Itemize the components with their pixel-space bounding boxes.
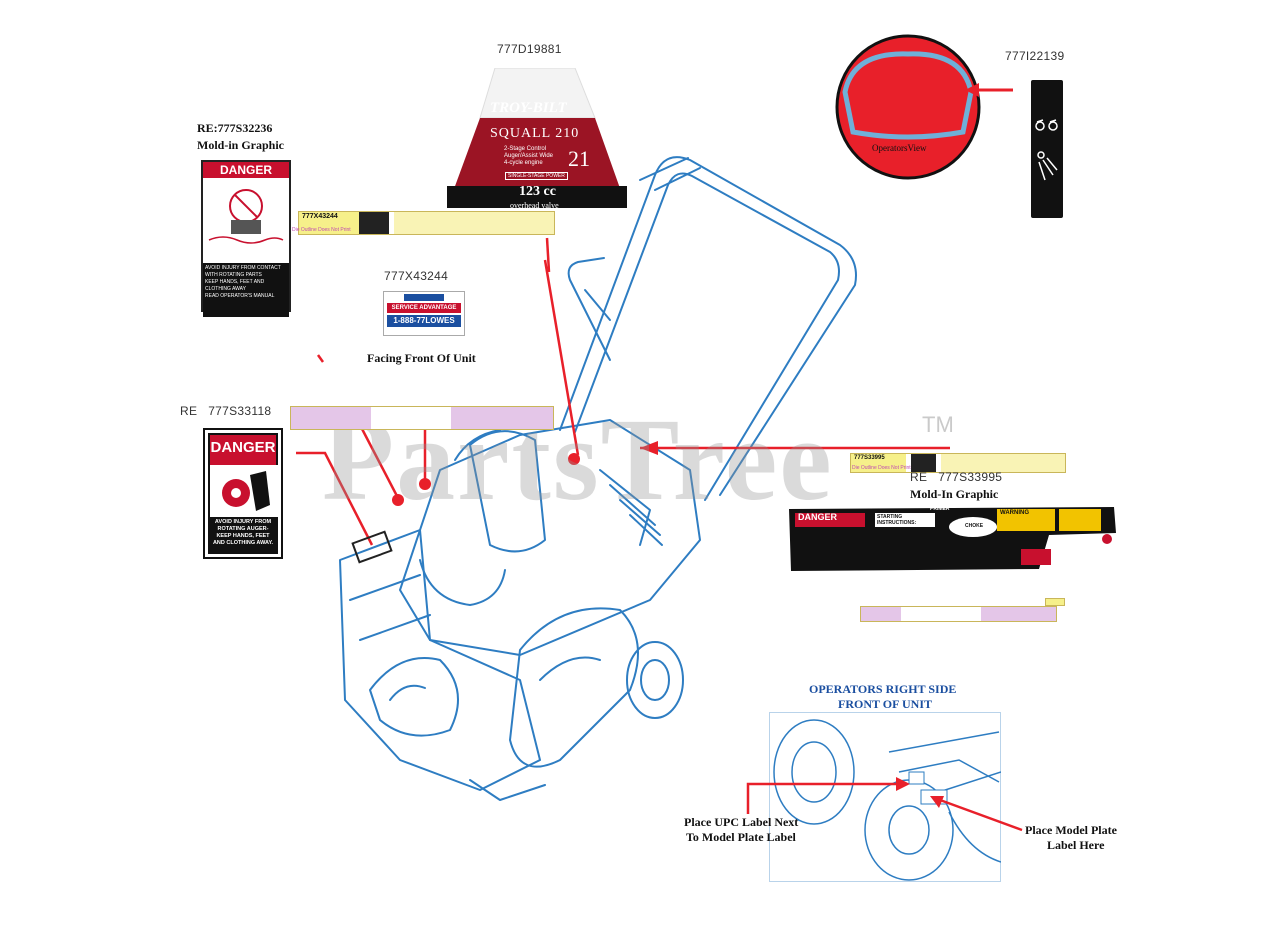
strip-die-note-2: Die Outline Does Not Print	[852, 465, 911, 471]
small-yellow-tag	[1045, 598, 1065, 606]
panel-primer: PRIMER	[930, 506, 950, 512]
operators-view-circle	[835, 34, 983, 180]
part-number-danger-small: RE:777S32236	[197, 121, 272, 136]
hood-decal	[447, 68, 627, 208]
danger-small-line-2: KEEP HANDS, FEET AND CLOTHING AWAY	[205, 279, 265, 292]
watermark-tm: TM	[922, 412, 954, 437]
mold-in-note-1: Mold-in Graphic	[197, 138, 285, 152]
operators-view-arrow	[965, 83, 1013, 97]
part-re: RE:	[197, 121, 218, 135]
panel-warning: WARNING	[1000, 510, 1029, 516]
part-number-control-panel: RE 777S33995	[910, 470, 1002, 484]
panel-choke: CHOKE	[965, 523, 984, 529]
strip-777x43244: 777X43244	[298, 211, 555, 235]
part-num: 777S32236	[217, 121, 273, 135]
detail-left-2: To Model Plate Label	[686, 830, 796, 844]
auger-housing	[339, 529, 541, 791]
wheel	[626, 641, 684, 719]
part-number-service: 777X43244	[384, 269, 449, 283]
detail-title-1: OPERATORS RIGHT SIDE	[809, 682, 957, 696]
mold-in-note-2: Mold-In Graphic	[910, 487, 999, 501]
service-caption: Facing Front Of Unit	[367, 351, 476, 365]
detail-right-1: Place Model Plate	[1025, 823, 1117, 837]
hood-displacement: 123 cc	[519, 184, 556, 199]
danger-decal-big: DANGER AVOID INJURY FROM ROTATING AUGER-…	[203, 428, 283, 559]
strip-777s33995: 777S33995	[850, 453, 1066, 473]
part-number-danger-big: RE 777S33118	[180, 404, 271, 418]
detail-right-2: Label Here	[1047, 838, 1105, 852]
part-num-3: 777S33995	[938, 470, 1003, 484]
strip-777s33118	[290, 406, 554, 430]
service-phone: 1-888-77LOWES	[387, 315, 461, 327]
hood-valve: overhead valve	[510, 201, 559, 210]
hood-stage: SINGLE-STAGE POWER	[505, 172, 568, 180]
part-re-2: RE	[180, 404, 198, 418]
service-label: SERVICE ADVANTAGE 1-888-77LOWES	[383, 291, 465, 336]
hood-width: 21	[568, 146, 590, 171]
hood-brand: TROY-BILT	[490, 100, 567, 116]
part-number-operators-view: 777I22139	[1005, 49, 1065, 63]
detail-title-2: FRONT OF UNIT	[838, 697, 933, 711]
leader-hood	[543, 259, 580, 456]
danger-small-line-1: AVOID INJURY FROM CONTACT WITH ROTATING …	[205, 265, 281, 278]
engine-cover	[399, 419, 701, 656]
danger-big-body: AVOID INJURY FROM ROTATING AUGER- KEEP H…	[212, 519, 274, 546]
panel-starting: STARTING INSTRUCTIONS:	[877, 514, 917, 526]
part-re-3: RE	[910, 470, 928, 484]
danger-big-title: DANGER	[210, 435, 276, 465]
panel-danger: DANGER	[798, 512, 838, 522]
strip-die-note-1: Die Outline Does Not Print	[292, 227, 351, 233]
detail-view-drawing	[769, 712, 1001, 882]
strip-bottom	[860, 606, 1057, 622]
hood-features: 2-Stage Control Auger/Assist Wide 4-cycl…	[504, 146, 554, 166]
control-panel-decal	[789, 507, 1116, 571]
danger-decal-small: DANGER AVOID INJURY FROM CONTACT WITH RO…	[201, 160, 291, 317]
danger-small-line-3: READ OPERATOR'S MANUAL	[205, 293, 275, 299]
hood-model: SQUALL 210	[490, 126, 580, 141]
strip-code-2: 777S33995	[854, 455, 885, 461]
operators-view-text: OperatorsView	[872, 143, 927, 153]
handle-bar	[559, 156, 857, 496]
operators-view-strip	[1031, 80, 1063, 218]
service-title: SERVICE ADVANTAGE	[387, 303, 461, 313]
discharge-chute	[469, 430, 546, 553]
strip-code-1: 777X43244	[302, 213, 338, 220]
danger-small-title: DANGER	[203, 162, 289, 178]
danger-small-lines: AVOID INJURY FROM CONTACT WITH ROTATING …	[203, 263, 289, 317]
detail-left-1: Place UPC Label Next	[684, 815, 799, 829]
part-number-hood: 777D19881	[497, 42, 562, 56]
part-num-2: 777S33118	[208, 404, 272, 418]
detail-arrows	[746, 777, 1023, 832]
